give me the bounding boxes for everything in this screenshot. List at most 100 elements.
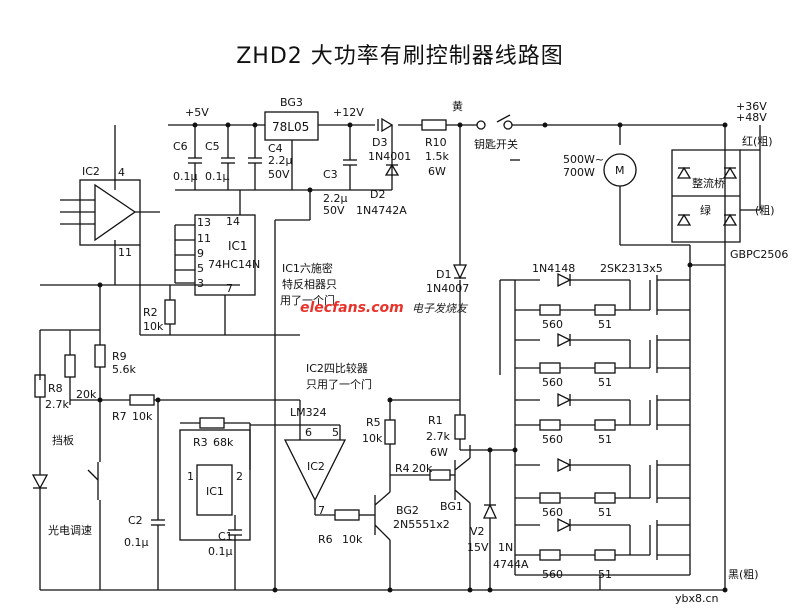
label-5v: +5V bbox=[185, 106, 209, 119]
label-r51-2: 51 bbox=[598, 376, 612, 389]
label-p14: 14 bbox=[226, 215, 240, 228]
label-12v: +12V bbox=[333, 106, 364, 119]
label-r560-5: 560 bbox=[542, 568, 563, 581]
label-36v: +36V bbox=[736, 100, 767, 113]
gate-rows bbox=[515, 279, 650, 561]
label-pin7: 7 bbox=[318, 504, 325, 517]
label-r9v: 5.6k bbox=[112, 363, 136, 376]
diagram-title: ZHD2 大功率有刷控制器线路图 bbox=[236, 44, 564, 69]
label-d3v: 1N4001 bbox=[368, 150, 411, 163]
label-pin11: 11 bbox=[118, 246, 132, 259]
label-c4u: 50V bbox=[268, 168, 290, 181]
gate-diodes bbox=[557, 272, 631, 555]
label-r10w: 6W bbox=[428, 165, 446, 178]
label-r4: R4 bbox=[395, 462, 410, 475]
label-red: 红(粗) bbox=[742, 135, 773, 148]
note-ic1-line3: 用了一个门 bbox=[280, 293, 335, 307]
label-c3u: 50V bbox=[323, 204, 345, 217]
label-gbpc: GBPC2506 bbox=[730, 248, 788, 261]
label-bg2v: 2N5551x2 bbox=[393, 518, 450, 531]
label-green: 绿 bbox=[700, 203, 711, 217]
label-r1w: 6W bbox=[430, 446, 448, 459]
label-r4v: 20k bbox=[412, 462, 433, 475]
label-d1: D1 bbox=[436, 268, 451, 281]
label-v2v: 15V bbox=[467, 541, 489, 554]
junction-dots bbox=[97, 122, 728, 593]
label-r10v: 1.5k bbox=[425, 150, 449, 163]
label-c6v: 0.1μ bbox=[173, 170, 198, 183]
label-c2v: 0.1μ bbox=[124, 536, 149, 549]
label-key-switch: 钥匙开关 bbox=[474, 137, 518, 151]
label-p11: 11 bbox=[197, 232, 211, 245]
note-ic1-line1: IC1六施密 bbox=[282, 261, 333, 275]
label-d2: D2 bbox=[370, 188, 385, 201]
label-p7: 7 bbox=[226, 282, 233, 295]
label-48v: +48V bbox=[736, 111, 767, 124]
label-r9: R9 bbox=[112, 350, 127, 363]
label-c1: C1 bbox=[218, 530, 233, 543]
label-bridge: 整流桥 bbox=[692, 176, 725, 190]
label-c5: C5 bbox=[205, 140, 220, 153]
note-ic1-line2: 特反相器只 bbox=[282, 277, 337, 291]
watermark-tag: 电子发烧友 bbox=[412, 302, 469, 315]
label-v2: V2 bbox=[470, 525, 485, 538]
label-p5: 5 bbox=[197, 262, 204, 275]
label-pin6: 6 bbox=[305, 426, 312, 439]
label-black: 黑(粗) bbox=[728, 568, 759, 581]
label-p3: 3 bbox=[197, 277, 204, 290]
label-r20k: 20k bbox=[76, 388, 97, 401]
label-r6: R6 bbox=[318, 533, 333, 546]
key-switch[interactable] bbox=[476, 120, 513, 130]
label-c3v: 2.2μ bbox=[323, 192, 348, 205]
label-pin1: 1 bbox=[187, 470, 194, 483]
label-baffle: 挡板 bbox=[52, 433, 74, 447]
label-c6: C6 bbox=[173, 140, 188, 153]
label-pin4: 4 bbox=[118, 166, 125, 179]
label-ic1: IC1 bbox=[228, 239, 248, 253]
label-r5: R5 bbox=[366, 416, 381, 429]
label-yellow: 黄 bbox=[452, 99, 463, 113]
label-c5v: 0.1μ bbox=[205, 170, 230, 183]
label-r7v: 10k bbox=[132, 410, 153, 423]
label-r51-1: 51 bbox=[598, 318, 612, 331]
label-bg1: BG1 bbox=[440, 500, 463, 513]
label-r560-1: 560 bbox=[542, 318, 563, 331]
footer-watermark: ybx8.cn bbox=[675, 592, 719, 605]
label-d2v: 1N4742A bbox=[356, 204, 407, 217]
label-ic2-top: IC2 bbox=[82, 165, 100, 178]
label-d3: D3 bbox=[372, 136, 387, 149]
label-mosfet: 2SK2313x5 bbox=[600, 262, 663, 275]
label-d1v: 1N4007 bbox=[426, 282, 469, 295]
note-ic2-line2: 只用了一个门 bbox=[306, 377, 372, 391]
label-motor-power: 500W~ bbox=[563, 153, 604, 166]
label-r51-5: 51 bbox=[598, 568, 612, 581]
label-photo: 光电调速 bbox=[48, 523, 92, 537]
label-r2: R2 bbox=[143, 306, 158, 319]
label-r6v: 10k bbox=[342, 533, 363, 546]
label-c3: C3 bbox=[323, 168, 338, 181]
label-r3: R3 bbox=[193, 436, 208, 449]
label-r1: R1 bbox=[428, 414, 443, 427]
label-thick: (粗) bbox=[755, 204, 775, 217]
watermark-text: elecfans.com bbox=[300, 300, 404, 316]
label-r7: R7 bbox=[112, 410, 127, 423]
label-r5v: 10k bbox=[362, 432, 383, 445]
label-motor: M bbox=[615, 164, 625, 177]
label-r8v: 2.7k bbox=[45, 398, 69, 411]
label-p9: 9 bbox=[197, 247, 204, 260]
label-c4: C4 bbox=[268, 142, 283, 155]
label-78l05: 78L05 bbox=[272, 120, 309, 134]
label-bg3: BG3 bbox=[280, 96, 303, 109]
label-lm324: LM324 bbox=[290, 406, 327, 419]
label-r51-4: 51 bbox=[598, 506, 612, 519]
label-r560-4: 560 bbox=[542, 506, 563, 519]
label-r560-3: 560 bbox=[542, 433, 563, 446]
label-bg2: BG2 bbox=[396, 504, 419, 517]
component-labels: +5V BG3 78L05 +12V 黄 钥匙开关 +36V +48V 红(粗)… bbox=[45, 96, 788, 581]
wires bbox=[31, 111, 761, 591]
label-zener2: 4744A bbox=[493, 558, 529, 571]
label-motor-power2: 700W bbox=[563, 166, 595, 179]
watermark: elecfans.com 电子发烧友 ybx8.cn bbox=[300, 300, 719, 605]
label-ic1-inv: IC1 bbox=[206, 485, 224, 498]
